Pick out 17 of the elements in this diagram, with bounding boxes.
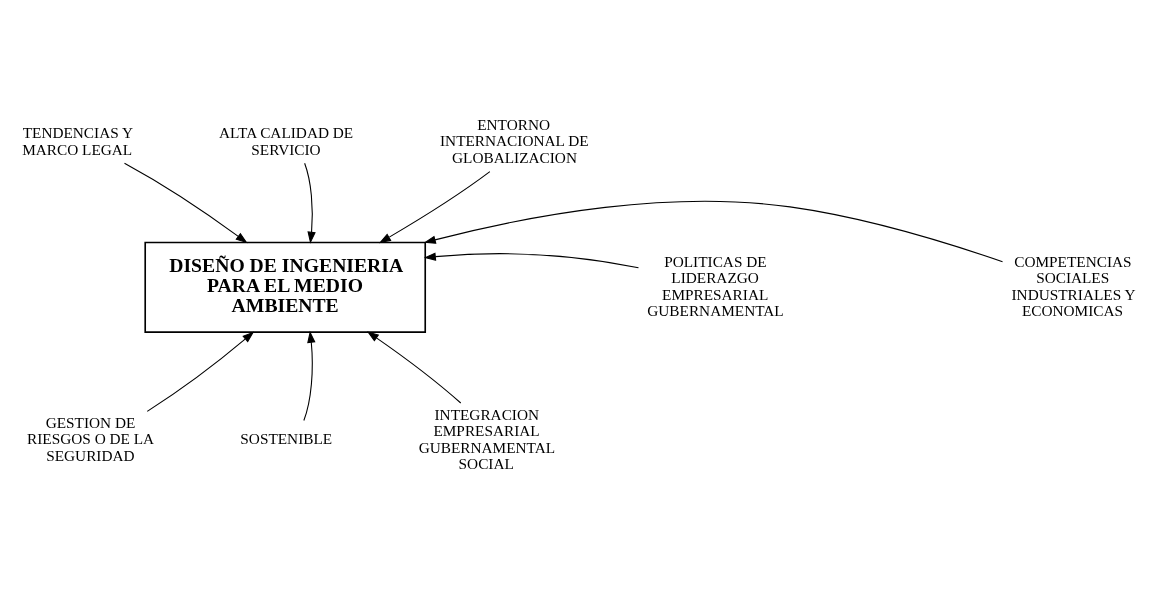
arrow	[366, 330, 462, 404]
arrow	[423, 200, 1004, 262]
node-box: DISEÑO DE INGENIERIA PARA EL MEDIO AMBIENTE	[144, 241, 427, 333]
arrow	[423, 251, 640, 268]
node-text: POLITICAS DE LIDERAZGO EMPRESARIAL GUBERNAMENTAL	[647, 252, 784, 319]
node-text: SOSTENIBLE	[240, 429, 333, 447]
arrow	[146, 330, 255, 412]
node-text: GESTION DE RIESGOS O DE LA SEGURIDAD	[27, 413, 155, 464]
arrow	[378, 170, 491, 243]
node-text: INTEGRACION EMPRESARIAL GUBERNAMENTAL SOCIAL	[418, 405, 556, 472]
arrow	[303, 330, 316, 421]
node-text: ALTA CALIDAD DE SERVICIO	[219, 123, 354, 158]
arrow	[123, 162, 248, 243]
arrow	[304, 162, 316, 244]
node-text: TENDENCIAS Y MARCO LEGAL	[22, 123, 134, 158]
node-text: COMPETENCIAS SOCIALES INDUSTRIALES Y ECONOMICAS	[1011, 252, 1136, 319]
node-text: ENTORNO INTERNACIONAL DE GLOBALIZACION	[440, 115, 589, 166]
